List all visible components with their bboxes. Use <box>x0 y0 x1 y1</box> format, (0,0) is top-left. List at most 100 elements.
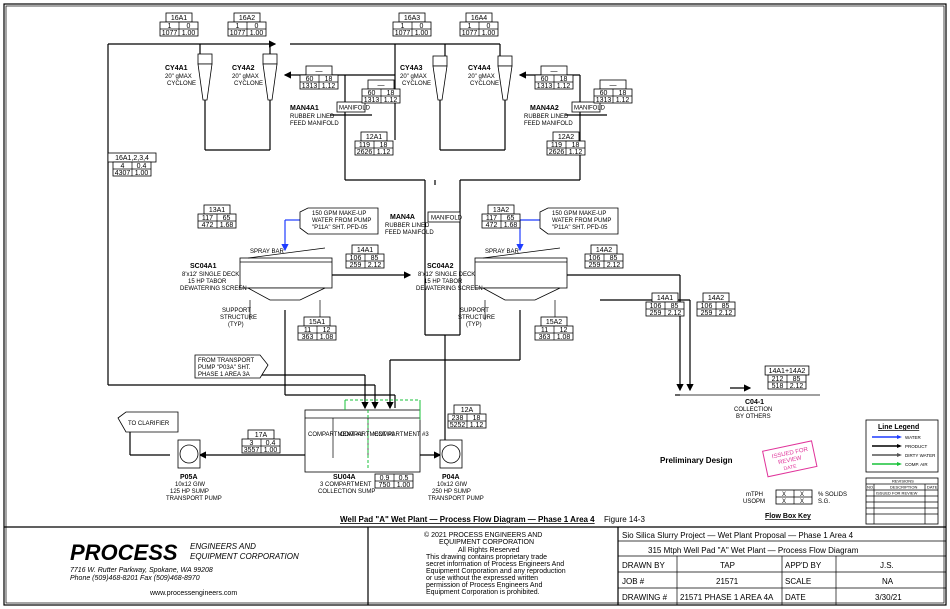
svg-text:P04A: P04A <box>442 474 460 481</box>
flow-box-value: 472 <box>202 222 214 229</box>
flow-box-value: 18 <box>572 142 580 149</box>
svg-text:EQUIPMENT CORPORATION: EQUIPMENT CORPORATION <box>190 552 299 561</box>
flow-box-value: 85 <box>610 255 618 262</box>
flow-box-value: 117 <box>486 215 497 222</box>
svg-text:J.S.: J.S. <box>880 561 894 570</box>
svg-text:Line Legend: Line Legend <box>878 424 919 431</box>
svg-text:SU04A: SU04A <box>333 474 356 481</box>
svg-text:RUBBER LINED: RUBBER LINED <box>385 223 430 229</box>
flow-box-value: 2.12 <box>668 310 682 317</box>
flow-box-value: 106 <box>650 303 662 310</box>
flow-box-value: 1.12 <box>322 83 336 90</box>
svg-text:NO.: NO. <box>867 485 874 490</box>
flow-box-value: 0 <box>255 23 259 30</box>
flow-box-value: 1.00 <box>250 30 264 37</box>
flow-box-value: 750 <box>379 482 391 489</box>
svg-text:RUBBER LINED: RUBBER LINED <box>524 114 569 120</box>
flow-box-value: 0 <box>187 23 191 30</box>
svg-text:COMPARTMENT #2: COMPARTMENT #2 <box>340 432 395 438</box>
sump-su04a: COMPARTMENT #1 COMPARTMENT #2 COMPARTMEN… <box>304 399 429 495</box>
svg-text:BY OTHERS: BY OTHERS <box>736 414 771 420</box>
svg-text:% SOLIDS: % SOLIDS <box>818 492 847 498</box>
flow-box-value: 1.00 <box>415 30 429 37</box>
company-logo: PROCESS <box>70 540 178 565</box>
flow-box-value: 1.00 <box>482 30 496 37</box>
flow-box-value: 106 <box>350 255 362 262</box>
svg-text:15 HP TABOR: 15 HP TABOR <box>424 279 463 285</box>
legend-label: COMP. AIR <box>905 462 928 467</box>
flow-box-value: 85 <box>793 376 801 383</box>
svg-text:ISSUED FOR REVIEW: ISSUED FOR REVIEW <box>876 491 918 496</box>
svg-text:Phone (509)468-8201 Fax (509): Phone (509)468-8201 Fax (509)468-8970 <box>70 575 200 582</box>
svg-text:APP'D BY: APP'D BY <box>785 561 822 570</box>
flow-box-value: 18 <box>619 90 627 97</box>
svg-text:DATE: DATE <box>783 464 798 473</box>
svg-text:FROM TRANSPORT: FROM TRANSPORT <box>198 358 254 364</box>
flow-box-value: 11 <box>304 327 311 334</box>
from-transport-callout: FROM TRANSPORT PUMP "P03A" SHT. PHASE 1 … <box>194 354 269 379</box>
cyclone-cy4a1: CY4A1 20" gMAX CYCLONE <box>165 53 213 101</box>
svg-text:secret information of Process: secret information of Process Engineers … <box>426 561 564 568</box>
svg-text:P05A: P05A <box>180 474 198 481</box>
svg-text:COMPARTMENT #3: COMPARTMENT #3 <box>374 432 429 438</box>
svg-text:X: X <box>800 499 804 505</box>
svg-text:or use without the expressed w: or use without the expressed written <box>426 575 538 582</box>
svg-text:DESCRIPTION: DESCRIPTION <box>890 485 917 490</box>
svg-text:COMPARTMENT #1: COMPARTMENT #1 <box>308 432 363 438</box>
flow-box-value: 2.12 <box>790 383 804 390</box>
process-lines <box>107 40 820 459</box>
flow-box-id: 15A2 <box>546 319 562 326</box>
flow-box-value: 1.68 <box>504 222 518 229</box>
svg-text:CY4A1: CY4A1 <box>165 65 188 72</box>
pump-p04a: P04A 10x12 GIW 250 HP SUMP TRANSPORT PUM… <box>428 439 484 502</box>
svg-text:WATER FROM PUMP: WATER FROM PUMP <box>312 218 371 224</box>
svg-text:15 HP TABOR: 15 HP TABOR <box>188 279 227 285</box>
flow-box-value: 1313 <box>364 97 380 104</box>
flow-box-value: 106 <box>701 303 713 310</box>
svg-text:permission of Process Engineer: permission of Process Engineers And <box>426 582 542 589</box>
svg-text:10x12 GIW: 10x12 GIW <box>175 482 205 488</box>
flow-box-value: 259 <box>589 262 601 269</box>
svg-text:Equipment Corporation and any: Equipment Corporation and any reproducti… <box>426 568 566 575</box>
flow-box-id: 12A2 <box>558 134 574 141</box>
manifold-man4a: MANIFOLD MAN4A RUBBER LINED FEED MANIFOL… <box>385 211 463 236</box>
svg-text:ENGINEERS AND: ENGINEERS AND <box>190 542 256 551</box>
svg-text:NA: NA <box>882 577 894 586</box>
svg-text:DEWATERING SCREEN: DEWATERING SCREEN <box>416 286 483 292</box>
flow-box-id: 14A1+14A2 <box>769 368 806 375</box>
svg-text:(TYP): (TYP) <box>228 322 244 328</box>
flow-box-value: 1313 <box>596 97 612 104</box>
manifold-man4a2: MANIFOLD MAN4A2 RUBBER LINED FEED MANIFO… <box>524 101 607 127</box>
svg-text:COLLECTION SUMP: COLLECTION SUMP <box>318 489 375 495</box>
flow-box-value: 12 <box>323 327 331 334</box>
flow-box-value: 18 <box>473 415 481 422</box>
flow-box-id: 16A2 <box>239 15 255 22</box>
svg-text:STRUCTURE: STRUCTURE <box>458 315 495 321</box>
flow-box-value: 472 <box>486 222 498 229</box>
flow-box-id: — <box>316 68 323 75</box>
flow-box-value: 12 <box>560 327 568 334</box>
svg-text:Flow Box Key: Flow Box Key <box>765 513 811 520</box>
flow-box-key: X X X X mTPH USOPM % SOLIDS S.G. Flow Bo… <box>743 489 847 520</box>
flow-box-value: 1 <box>168 23 172 30</box>
svg-text:This drawing contains propriet: This drawing contains proprietary trade <box>426 554 547 561</box>
flow-box-id: — <box>551 68 558 75</box>
svg-text:MAN4A: MAN4A <box>390 214 415 221</box>
flow-box-id: 14A2 <box>708 295 724 302</box>
review-stamp: ISSUED FOR REVIEW DATE <box>762 440 818 478</box>
svg-text:USOPM: USOPM <box>743 499 765 505</box>
flow-box-id: 13A1 <box>209 207 225 214</box>
svg-text:CY4A3: CY4A3 <box>400 65 423 72</box>
